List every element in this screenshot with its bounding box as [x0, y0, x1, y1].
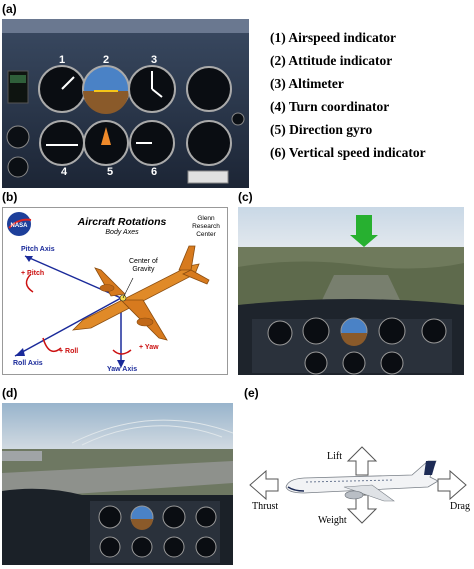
simulator-runway-view [2, 403, 233, 565]
thrust-label: Thrust [252, 501, 279, 512]
panel-d-label: (d) [2, 386, 18, 400]
roll-axis-arrow [15, 348, 25, 356]
weight-label: Weight [318, 515, 347, 526]
forces-on-aircraft-diagram: Lift Thrust Weight Drag [244, 403, 472, 565]
airplane-graphic [71, 245, 210, 341]
gauge-number-5: 5 [107, 166, 113, 178]
turn-coordinator-gauge [39, 120, 85, 166]
attitude-gauge [82, 65, 130, 114]
gauge-number-2: 2 [103, 54, 109, 66]
yaw-axis-label: Yaw Axis [107, 366, 138, 373]
pitch-axis-arrow [25, 256, 33, 262]
panel-e-label: (e) [244, 386, 259, 400]
airliner-graphic [285, 460, 439, 502]
direction-gyro-gauge [83, 120, 129, 166]
gauge-number-1: 1 [59, 54, 65, 66]
glenn-research-center-label: Glenn Research Center [183, 215, 227, 239]
gauge-number-6: 6 [151, 166, 157, 178]
vertical-speed-gauge [129, 120, 175, 166]
lift-arrow-icon [346, 446, 378, 476]
nasa-logo-text: NASA [10, 223, 28, 229]
nasa-logo: NASA [7, 212, 32, 236]
panel-b-label: (b) [2, 190, 18, 204]
drag-arrow-icon [437, 469, 467, 501]
glenn-line: Glenn [197, 215, 215, 222]
glenn-line: Center [196, 231, 216, 238]
simulator-approach-view [238, 207, 464, 375]
glenn-line: Research [192, 223, 220, 230]
legend-item: (3) Altimeter [270, 76, 344, 91]
yaw-rotation-arrow [112, 349, 132, 355]
pitch-label: + Pitch [21, 270, 45, 277]
pitch-rotation-arrow [25, 273, 34, 293]
yaw-axis-arrow [117, 360, 125, 368]
instrument-panel-illustration: 1 2 3 4 5 6 [2, 19, 249, 188]
gauge-number-3: 3 [151, 54, 157, 66]
cog-line: Gravity [132, 266, 155, 273]
diagram-subtitle: Body Axes [105, 229, 139, 236]
altimeter-gauge [128, 65, 176, 113]
rotations-graphic: NASA [7, 212, 210, 368]
roll-axis-label: Roll Axis [13, 360, 43, 367]
gauge-number-4: 4 [61, 166, 68, 178]
legend-item: (4) Turn coordinator [270, 99, 390, 114]
legend-item: (2) Attitude indicator [270, 53, 393, 68]
instrument-legend: (1) Airspeed indicator (2) Attitude indi… [270, 26, 426, 164]
pitch-axis-label: Pitch Axis [21, 246, 55, 253]
thrust-arrow-icon [249, 469, 279, 501]
legend-item: (5) Direction gyro [270, 122, 373, 137]
roll-rotation-arrow [42, 337, 62, 353]
aircraft-rotations-diagram: NASA Aircraft Rotations Body Axes Glenn [2, 207, 228, 375]
approach-view-graphic [238, 207, 464, 375]
cog-line: Center of [129, 258, 158, 265]
cockpit-instrument-panel-photo: 1 2 3 4 5 6 [2, 19, 249, 188]
runway-view-graphic [2, 403, 233, 565]
legend-item: (6) Vertical speed indicator [270, 145, 426, 160]
green-guidance-marker [350, 215, 378, 247]
roll-axis-line [14, 297, 122, 357]
weight-arrow-icon [346, 494, 378, 524]
panel-c-label: (c) [238, 190, 253, 204]
center-of-gravity-label: Center of Gravity [129, 258, 158, 274]
legend-item: (1) Airspeed indicator [270, 30, 396, 45]
lift-label: Lift [327, 451, 342, 462]
forces-graphic [249, 446, 467, 524]
roll-label: + Roll [59, 348, 79, 355]
drag-label: Drag [450, 501, 470, 512]
diagram-title: Aircraft Rotations [77, 216, 167, 228]
panel-a-label: (a) [2, 2, 17, 16]
airspeed-gauge [38, 65, 86, 113]
yaw-label: + Yaw [139, 344, 159, 351]
